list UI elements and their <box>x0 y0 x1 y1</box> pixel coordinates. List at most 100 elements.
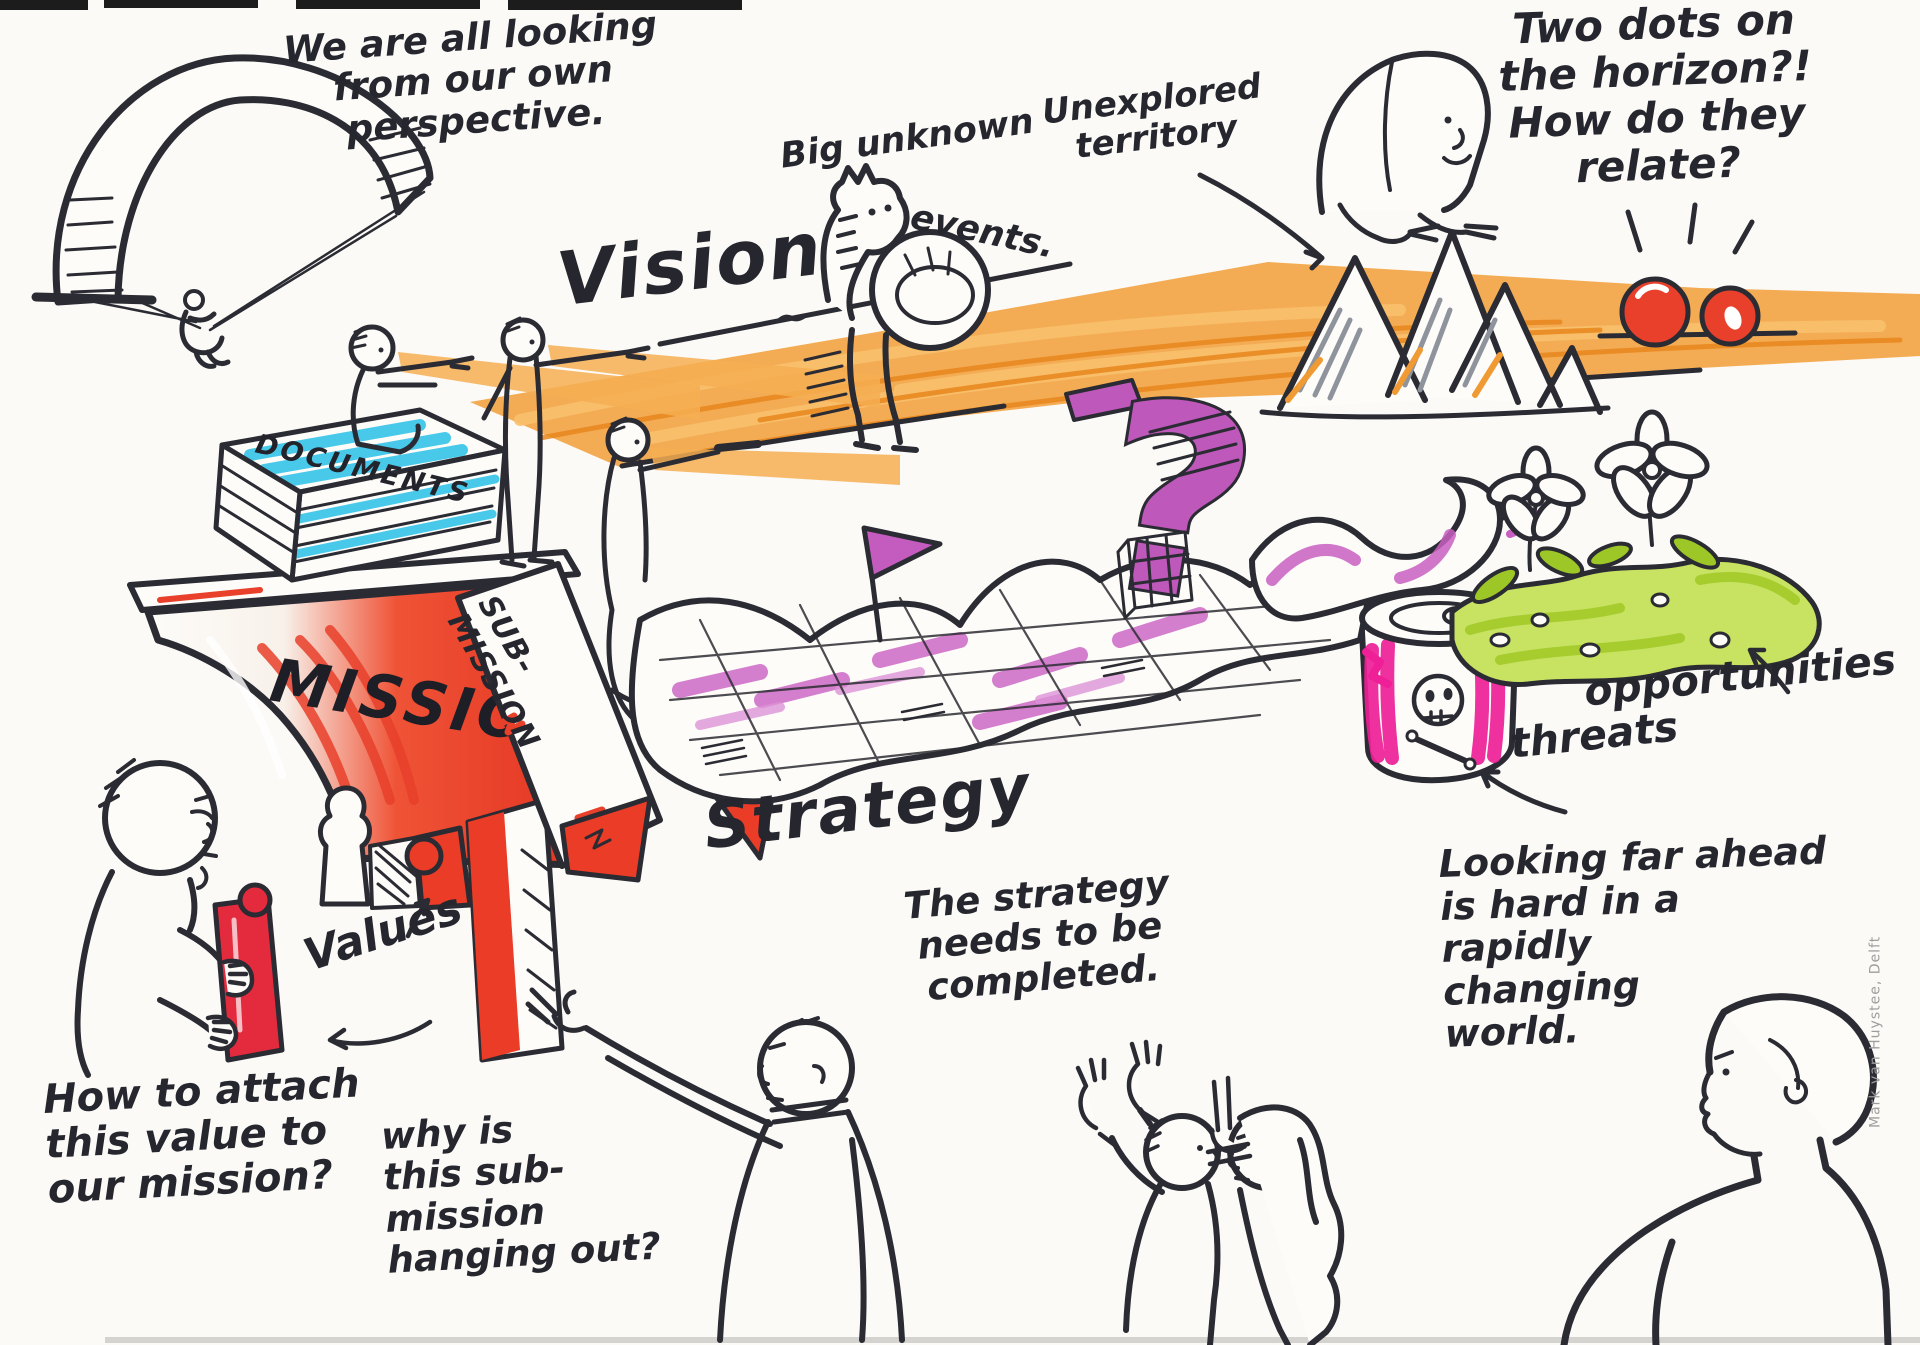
horse-eye <box>884 204 892 212</box>
crossbone <box>1411 735 1471 765</box>
hand-lower <box>205 1014 239 1051</box>
sub-mission-ramp <box>455 561 663 883</box>
flowers-drawing <box>1449 409 1822 695</box>
path-magenta-stripes <box>672 607 1208 730</box>
paraglider-drawing <box>31 54 434 369</box>
giant-observer <box>1316 50 1499 244</box>
talking-people <box>1075 1039 1345 1345</box>
mountain-orange-streaks <box>1285 347 1503 403</box>
opportunities-arrow <box>1747 647 1791 695</box>
skull-eye <box>1425 690 1435 702</box>
looking-back-person <box>1560 993 1892 1345</box>
page-cyan <box>291 474 500 559</box>
note-perspective: We are all looking from our own perspect… <box>281 2 659 151</box>
note-two-dots: Two dots on the horizon?! How do they re… <box>1497 0 1813 193</box>
eye-dot <box>378 347 384 353</box>
raised-fingers-hand <box>1205 1075 1253 1167</box>
ramp-face <box>455 561 663 869</box>
flag-cloth <box>861 525 943 581</box>
suspension-lines <box>93 190 426 332</box>
pilot-head <box>183 289 205 311</box>
qmark-slab <box>1064 378 1144 422</box>
vision-squiggle <box>777 313 807 323</box>
dot-gleam <box>1635 283 1669 299</box>
figure-face <box>190 794 218 890</box>
figure-body <box>74 869 229 1078</box>
person-face-profile <box>1699 1069 1763 1157</box>
ramp-red-underside <box>559 795 653 883</box>
kneeling-observer-head <box>605 417 651 463</box>
emphasis-lines <box>1625 202 1755 255</box>
pointing-man <box>525 987 905 1343</box>
values-puzzle-figure <box>74 758 433 1078</box>
pedestal-red-streaks <box>257 625 419 805</box>
hair-hatch <box>608 416 628 434</box>
unexplored-arrow <box>1197 172 1325 271</box>
pedestal-platform <box>127 549 581 613</box>
gaze-beam <box>548 345 880 408</box>
platform-red-streak <box>157 587 263 603</box>
socket-hatch <box>374 844 418 906</box>
hair-hatch <box>98 758 136 808</box>
mountain-baseline <box>1259 405 1611 420</box>
puzzle-socket <box>318 785 372 907</box>
person-body <box>1560 1136 1892 1345</box>
path-grid <box>658 573 1342 782</box>
hand-upper <box>221 958 255 998</box>
skull-icon <box>1405 673 1477 771</box>
left-page-lines <box>216 463 298 554</box>
book-left-face <box>213 442 303 583</box>
note-why-is-submission: why is this sub- mission hanging out? <box>379 1108 662 1283</box>
scan-edge <box>0 0 88 10</box>
standing-observer-body <box>481 345 651 569</box>
talker-left-body <box>1109 1107 1221 1345</box>
qmark-hatch <box>1148 410 1240 482</box>
eye-dot <box>1722 1068 1730 1076</box>
scaffold-cube <box>1116 530 1194 620</box>
scan-edge-bottom <box>105 1337 1920 1343</box>
hair-hatch <box>349 325 370 350</box>
horse-legs <box>847 327 919 453</box>
ramp-red-marks <box>496 712 606 822</box>
eye-dot <box>529 339 535 345</box>
canopy <box>52 54 434 306</box>
horse-mane-hatch <box>836 214 862 270</box>
patch-dot <box>1489 632 1511 648</box>
note-how-to-attach: How to attach this value to our mission? <box>41 1060 361 1213</box>
talker-right-body <box>1237 1187 1291 1345</box>
sitting-observer-body <box>350 355 475 455</box>
open-palm-left <box>1075 1057 1119 1149</box>
man-body <box>717 1109 905 1343</box>
observer-eye <box>1444 116 1452 124</box>
leaf <box>1535 546 1585 578</box>
man-collar <box>769 1097 851 1125</box>
person-hair <box>1705 993 1877 1146</box>
horse-chest-hatch <box>803 350 850 418</box>
right-wall-red-band <box>468 812 520 1060</box>
observer-figures <box>348 316 762 723</box>
gaze-beam <box>650 448 900 485</box>
page-lines <box>292 468 498 564</box>
documents-stack: DOCUMENTS <box>213 407 508 583</box>
red-dots <box>1619 202 1761 348</box>
observer-hand-right <box>1417 212 1499 241</box>
note-strategy-needs: The strategy needs to be completed. <box>901 861 1171 1009</box>
canopy-hatch <box>64 126 432 294</box>
bone-knob <box>1463 757 1477 771</box>
observer-face <box>1442 128 1472 165</box>
note-looking-far-ahead: Looking far ahead is hard in a rapidly c… <box>1437 828 1827 1057</box>
horse-body-inner <box>895 265 975 325</box>
patch-dot <box>1579 642 1601 658</box>
patch-dot <box>1650 592 1670 608</box>
flower-small <box>1486 445 1586 542</box>
flag-icon <box>861 525 943 643</box>
person-ear-brow <box>1714 1038 1808 1105</box>
observer-body <box>1316 50 1491 215</box>
scan-edge <box>104 0 258 8</box>
skull-eye <box>1443 688 1453 700</box>
trojan-horse-drawing <box>803 163 991 453</box>
leaf <box>1669 534 1721 570</box>
flower-large <box>1594 409 1710 519</box>
